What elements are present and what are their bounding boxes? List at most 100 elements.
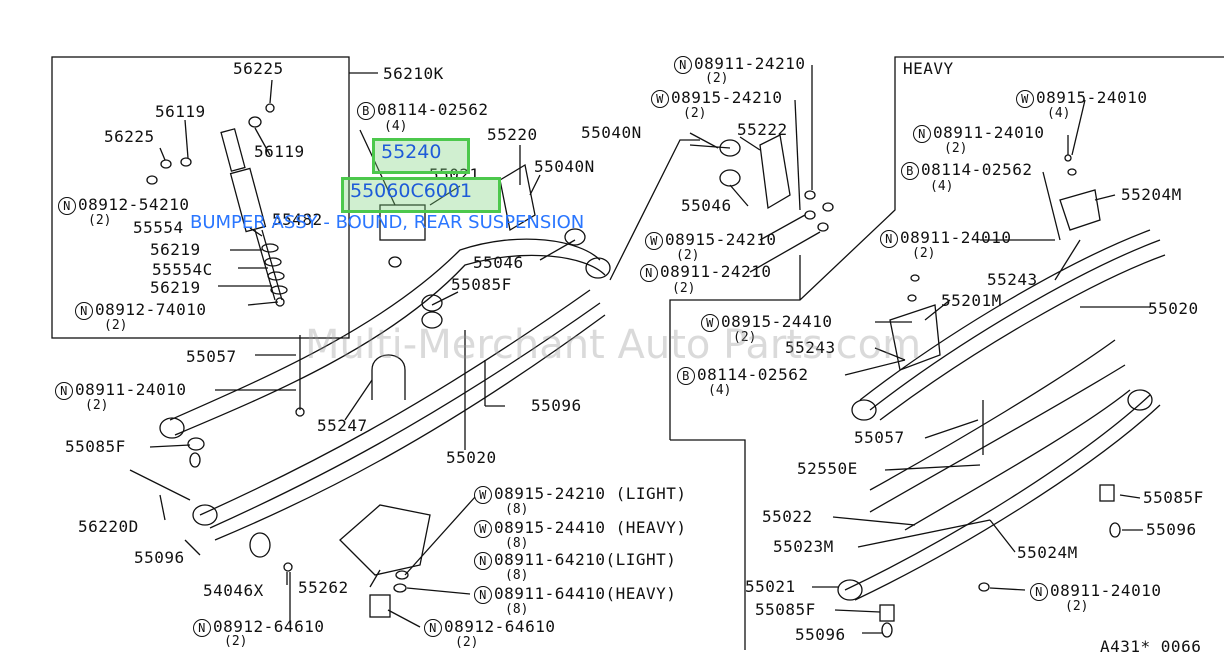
part-number-label[interactable]: 55022 (762, 507, 813, 526)
part-number-label[interactable]: 55201M (941, 291, 1002, 310)
leader-lines (149, 65, 1150, 634)
quantity-label: (2) (733, 330, 757, 345)
quantity-label: (2) (1065, 599, 1089, 614)
b-symbol-icon: B (901, 161, 919, 180)
n-symbol-icon: N (55, 381, 73, 400)
part-number-text: 08911-24010 (1050, 581, 1162, 600)
part-number-label[interactable]: 55020 (1148, 299, 1199, 318)
part-number-label[interactable]: 55220 (487, 125, 538, 144)
part-number-label[interactable]: 56210K (383, 64, 444, 83)
quantity-label: (2) (676, 248, 700, 263)
part-number-label[interactable]: 55046 (473, 253, 524, 272)
n-symbol-icon: N (474, 585, 492, 604)
part-number-label[interactable]: 55554C (152, 260, 213, 279)
quantity-label: (4) (1047, 106, 1071, 121)
part-number-label[interactable]: 56119 (254, 142, 305, 161)
part-number-label[interactable]: 56225 (104, 127, 155, 146)
part-number-label[interactable]: 55222 (737, 120, 788, 139)
shock-absorber-inset-box (51, 56, 350, 339)
part-number-label[interactable]: 55204M (1121, 185, 1182, 204)
part-number-text: 08912-64610 (444, 617, 556, 636)
part-number-label[interactable]: 55021 (745, 577, 796, 596)
part-number-label[interactable]: 55024M (1017, 543, 1078, 562)
diagram-reference-code: A431* 0066 (1100, 637, 1202, 656)
part-number-label[interactable]: 55096 (531, 396, 582, 415)
part-number-label[interactable]: 55096 (1146, 520, 1197, 539)
w-symbol-icon: W (651, 89, 669, 108)
part-number-label[interactable]: 55057 (186, 347, 237, 366)
part-number-label[interactable]: 56219 (150, 240, 201, 259)
part-number-label[interactable]: 55085F (451, 275, 512, 294)
n-symbol-icon: N (424, 618, 442, 637)
leaf-spring-light (159, 228, 611, 541)
part-number-label[interactable]: 55057 (854, 428, 905, 447)
part-number-label[interactable]: 55023M (773, 537, 834, 556)
part-number-label[interactable]: 56119 (155, 102, 206, 121)
part-number-label[interactable]: 55040N (534, 157, 595, 176)
n-symbol-icon: N (913, 124, 931, 143)
part-number-label[interactable]: 55262 (298, 578, 349, 597)
part-number-label[interactable]: 55247 (317, 416, 368, 435)
quantity-label: (2) (672, 281, 696, 296)
part-number-label[interactable]: 55482 (272, 210, 323, 229)
part-number-label[interactable]: 55046 (681, 196, 732, 215)
part-number-label[interactable]: 55243 (785, 338, 836, 357)
n-symbol-icon: N (1030, 582, 1048, 601)
part-number-label[interactable]: 55096 (134, 548, 185, 567)
b-symbol-icon: B (677, 366, 695, 385)
quantity-label: (2) (705, 71, 729, 86)
highlight-box-55240[interactable] (372, 138, 470, 174)
part-number-label[interactable]: 55020 (446, 448, 497, 467)
highlight-label-55240[interactable]: 55240 (381, 141, 442, 163)
part-number-label[interactable]: 55085F (65, 437, 126, 456)
part-number-label[interactable]: 55554 (133, 218, 184, 237)
part-description-caption: BUMPER ASSY - BOUND, REAR SUSPENSION (190, 212, 585, 233)
part-number-text: 08915-24410 (721, 312, 833, 331)
bound-bumper (379, 163, 536, 329)
quantity-label: (2) (455, 635, 479, 650)
part-number-text: 08114-02562 (377, 100, 489, 119)
part-number-label[interactable]: 52550E (797, 459, 858, 478)
w-symbol-icon: W (1016, 89, 1034, 108)
part-number-label[interactable]: 55040N (581, 123, 642, 142)
part-number-label[interactable]: 56219 (150, 278, 201, 297)
part-number-text: 08911-24210 (660, 262, 772, 281)
n-symbol-icon: N (75, 301, 93, 320)
part-number-label[interactable]: 54046X (203, 581, 264, 600)
part-number-label[interactable]: 55096 (795, 625, 846, 644)
u-bolt-and-seat (339, 354, 431, 618)
part-number-label[interactable]: 56225 (233, 59, 284, 78)
part-number-text: 08915-24210 (671, 88, 783, 107)
part-number-label[interactable]: 55085F (755, 600, 816, 619)
part-number-label[interactable]: 56220D (78, 517, 139, 536)
heavy-section-title: HEAVY (903, 59, 954, 78)
part-number-text: 08911-24010 (75, 380, 187, 399)
highlight-box-55060c6001[interactable] (341, 177, 501, 213)
highlight-label-55060c6001[interactable]: 55060C6001 (350, 180, 473, 202)
part-number-text: 08915-24010 (1036, 88, 1148, 107)
part-number-label[interactable]: 55085F (1143, 488, 1204, 507)
part-number-label[interactable]: 55243 (987, 270, 1038, 289)
